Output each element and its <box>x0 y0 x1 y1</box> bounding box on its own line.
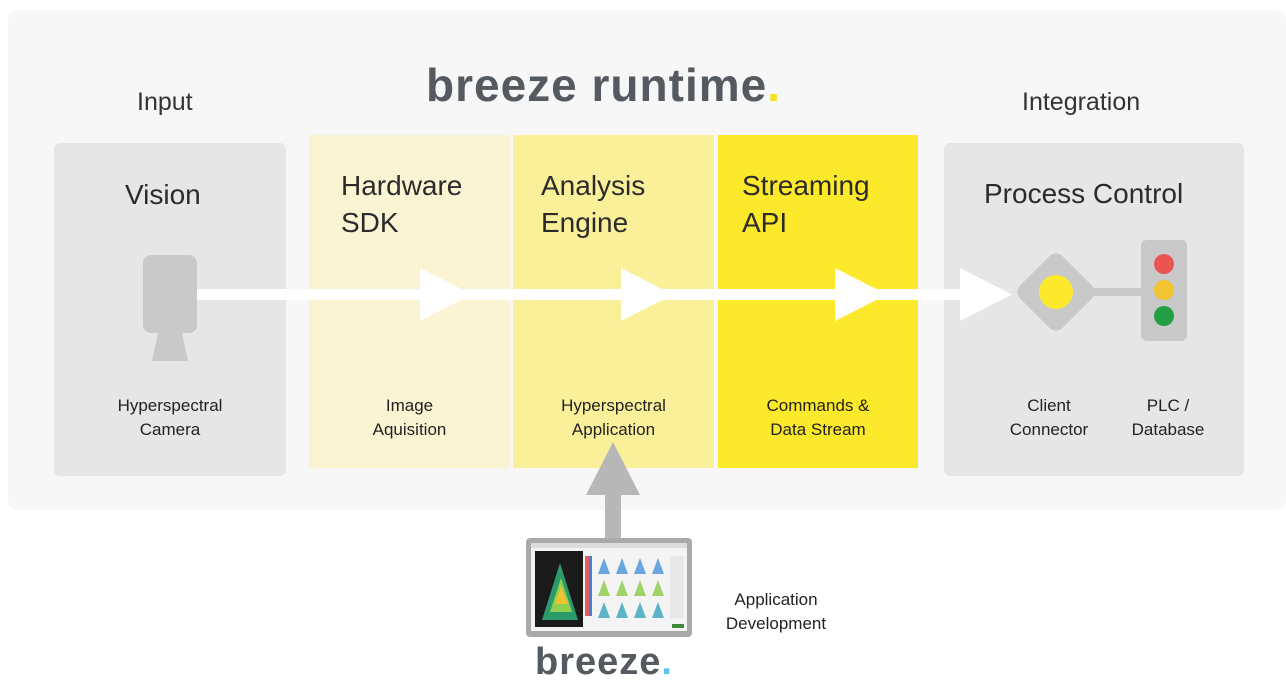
plc-database-line1: PLC / <box>1146 396 1190 415</box>
process-control-title: Process Control <box>984 178 1184 209</box>
diagram-title: breeze runtime. <box>426 58 846 114</box>
client-connector-line1: Client <box>1027 396 1071 415</box>
breeze-logo-dot: . <box>661 641 673 683</box>
up-arrow-icon <box>586 442 640 540</box>
analysis-engine-column: Analysis Engine Hyperspectral Applicatio… <box>513 135 714 468</box>
integration-label: Integration <box>1022 88 1141 116</box>
flow-arrow-icon <box>835 268 887 321</box>
analysis-engine-title-line1: Analysis <box>541 170 646 201</box>
analysis-engine-title: Analysis Engine <box>541 167 711 241</box>
plc-database-label: PLC / Database <box>1114 394 1222 442</box>
traffic-light-icon <box>1141 240 1187 341</box>
analysis-engine-desc: Hyperspectral Application <box>513 394 714 442</box>
title-dot: . <box>767 59 781 111</box>
analysis-engine-title-line2: Engine <box>541 207 629 238</box>
hardware-sdk-desc-line1: Image <box>385 396 434 415</box>
streaming-api-column: Streaming API Commands & Data Stream <box>718 135 918 468</box>
hardware-sdk-title: Hardware SDK <box>341 167 511 241</box>
hardware-sdk-desc-line2: Aquisition <box>372 420 447 439</box>
analysis-engine-desc-line1: Hyperspectral <box>561 396 666 415</box>
app-dev-line2: Development <box>725 614 827 633</box>
vision-device-line1: Hyperspectral <box>117 396 223 415</box>
vision-title: Vision <box>125 179 201 210</box>
streaming-api-title-line2: API <box>742 207 788 238</box>
app-dev-line1: Application <box>734 590 818 609</box>
vision-box: Vision Hyperspectral Camera <box>54 143 286 476</box>
title-text: breeze runtime <box>426 59 768 111</box>
flow-arrow-icon <box>960 268 1012 321</box>
laptop-screenshot-icon <box>526 538 692 637</box>
streaming-api-desc-line2: Data Stream <box>770 420 866 439</box>
flow-arrow-icon <box>420 268 472 321</box>
streaming-api-title-line1: Streaming <box>742 170 870 201</box>
hardware-sdk-column: Hardware SDK Image Aquisition <box>309 135 510 468</box>
camera-icon <box>143 255 197 361</box>
input-label: Input <box>137 88 193 116</box>
breeze-logo-text: breeze <box>535 641 662 683</box>
flow-arrow-icon <box>621 268 673 321</box>
application-development-label: Application Development <box>716 588 836 636</box>
flow-line <box>190 289 980 300</box>
vision-device-line2: Camera <box>139 420 201 439</box>
streaming-api-desc-line1: Commands & <box>766 396 870 415</box>
vision-device-label: Hyperspectral Camera <box>54 394 286 442</box>
streaming-api-desc: Commands & Data Stream <box>718 394 918 442</box>
breeze-logo: breeze. <box>535 642 673 682</box>
hardware-sdk-title-line1: Hardware <box>341 170 463 201</box>
process-control-box: Process Control Client Connector PLC / D… <box>944 143 1244 476</box>
analysis-engine-desc-line2: Application <box>571 420 656 439</box>
diamond-connector-icon <box>1017 253 1148 331</box>
client-connector-label: Client Connector <box>994 394 1104 442</box>
client-connector-line2: Connector <box>1009 420 1089 439</box>
hardware-sdk-title-line2: SDK <box>341 207 399 238</box>
streaming-api-title: Streaming API <box>742 167 912 241</box>
plc-database-line2: Database <box>1131 420 1205 439</box>
hardware-sdk-desc: Image Aquisition <box>309 394 510 442</box>
